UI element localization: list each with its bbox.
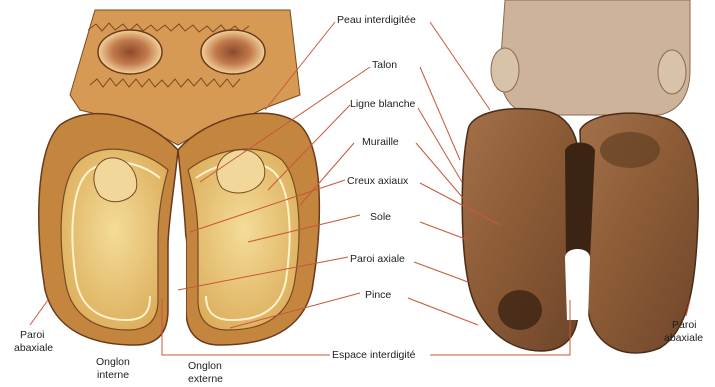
photo-dewclaw-right xyxy=(658,50,686,94)
label-onglon-interne-2: interne xyxy=(97,369,129,381)
label-creux-axiaux: Creux axiaux xyxy=(347,175,409,187)
label-sole: Sole xyxy=(370,211,391,223)
schematic-hoof xyxy=(39,10,320,345)
label-onglon-externe-2: externe xyxy=(188,373,223,385)
leader-paroi-axiale-right xyxy=(414,262,468,282)
interdigital-gap xyxy=(170,228,186,330)
label-peau-interdigitee: Peau interdigitée xyxy=(337,14,416,26)
leader-sole-right xyxy=(420,222,468,240)
label-paroi-abaxiale-right-1: Paroi xyxy=(672,319,697,331)
photo-interdigital-space xyxy=(565,143,595,261)
label-paroi-axiale: Paroi axiale xyxy=(350,253,405,265)
label-paroi-abaxiale-right-2: abaxiale xyxy=(664,332,703,344)
photo-heel-dark-right xyxy=(600,132,660,168)
photo-gap xyxy=(565,249,590,320)
leader-paroi-abaxiale-left xyxy=(30,300,48,325)
label-paroi-abaxiale-left-2: abaxiale xyxy=(14,342,53,354)
label-pince: Pince xyxy=(365,289,391,301)
hoof-photo xyxy=(462,0,698,353)
label-paroi-abaxiale-left-1: Paroi xyxy=(20,329,45,341)
label-onglon-interne-1: Onglon xyxy=(96,356,130,368)
leader-talon-right xyxy=(420,67,460,160)
leader-peau-right xyxy=(430,22,490,110)
label-espace-interdigite: Espace interdigité xyxy=(332,349,416,361)
photo-dewclaw-left xyxy=(491,48,519,92)
heel-bulb-left xyxy=(98,30,162,74)
leader-pince-right xyxy=(408,298,478,325)
label-ligne-blanche: Ligne blanche xyxy=(350,98,416,110)
heel-bulb-right xyxy=(201,30,265,74)
label-onglon-externe-1: Onglon xyxy=(188,360,222,372)
label-talon: Talon xyxy=(372,59,397,71)
claw-outer-heel xyxy=(217,150,265,193)
photo-toe-dark-left xyxy=(498,290,542,330)
label-muraille: Muraille xyxy=(362,136,399,148)
